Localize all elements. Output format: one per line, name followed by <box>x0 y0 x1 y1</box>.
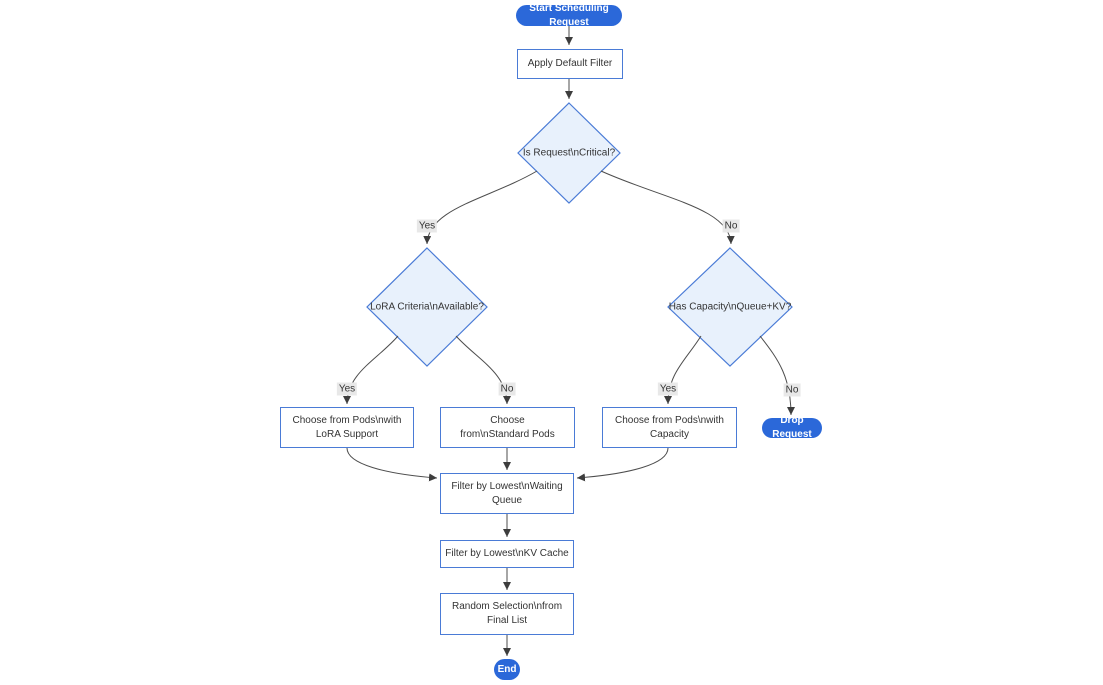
edge-label-critical-no: No <box>722 219 740 233</box>
decision-lora-criteria-label: LoRA Criteria\nAvailable? <box>370 301 484 313</box>
edge-label-capacity-no: No <box>783 383 801 397</box>
node-filter-kv-cache: Filter by Lowest\nKV Cache <box>440 540 574 568</box>
edge-capacity-no <box>759 335 795 416</box>
node-drop-request: Drop Request <box>762 415 822 440</box>
node-end: End <box>494 659 520 680</box>
edge-critical-no <box>600 170 735 245</box>
node-choose-capacity-pods: Choose from Pods\nwith Capacity <box>602 407 737 448</box>
edge-choosecap-to-filter <box>576 447 669 482</box>
node-choose-lora-pods: Choose from Pods\nwith LoRA Support <box>280 407 414 448</box>
node-random-selection: Random Selection\nfrom Final List <box>440 593 574 635</box>
edge-label-capacity-yes: Yes <box>657 382 679 396</box>
decision-is-request-critical-shape <box>517 102 621 204</box>
node-filter-waiting-queue: Filter by Lowest\nWaiting Queue <box>440 473 574 514</box>
node-start: Start Scheduling Request <box>516 3 622 28</box>
decision-is-request-critical-label: Is Request\nCritical? <box>522 147 616 159</box>
node-choose-standard-pods: Choose from\nStandard Pods <box>440 407 575 448</box>
edge-label-critical-yes: Yes <box>416 219 438 233</box>
edge-label-lora-yes: Yes <box>336 382 358 396</box>
node-apply-default-filter: Apply Default Filter <box>517 49 623 79</box>
edge-chooselora-to-filter <box>346 447 438 482</box>
decision-has-capacity-label: Has Capacity\nQueue+KV? <box>668 301 792 313</box>
edge-critical-yes <box>423 170 538 245</box>
edge-label-lora-no: No <box>498 382 516 396</box>
